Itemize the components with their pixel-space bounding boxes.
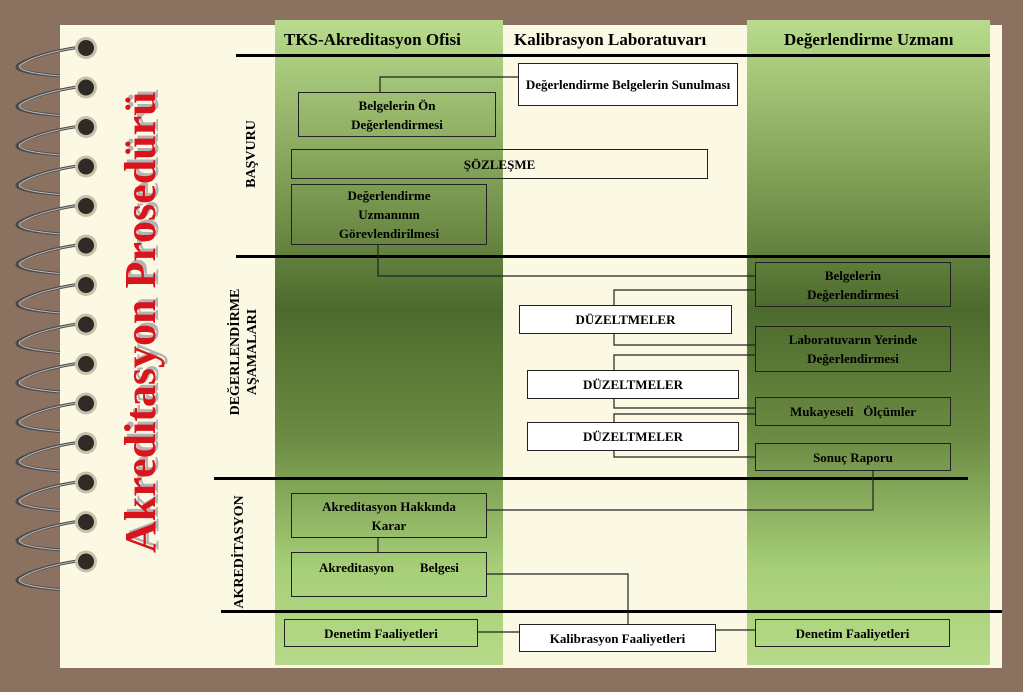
box-duzeltmeler-2: DÜZELTMELER xyxy=(527,370,739,399)
box-belgelerin-sunulmasi: Değerlendirme Belgelerin Sunulması xyxy=(518,63,738,106)
box-uzman-gorevlendirme: Değerlendirme Uzmanının Görevlendirilmes… xyxy=(291,184,487,245)
box-denetim-faaliyetleri-uzman: Denetim Faaliyetleri xyxy=(755,619,950,647)
divider xyxy=(221,610,1002,613)
column-uzman xyxy=(747,20,990,665)
spiral-ring xyxy=(15,116,97,157)
divider xyxy=(214,477,968,480)
section-basvuru: BAŞVURU xyxy=(244,120,259,188)
header-lab: Kalibrasyon Laboratuvarı xyxy=(514,30,707,49)
spiral-ring xyxy=(15,37,97,78)
section-label: AŞAMALARI xyxy=(245,308,260,396)
slide-title: Akreditasyon Prosedürü xyxy=(116,91,165,553)
spiral-ring xyxy=(15,155,97,196)
spiral-ring xyxy=(15,550,97,591)
box-belgelerin-degerlendirmesi: Belgelerin Değerlendirmesi xyxy=(755,262,951,307)
spiral-ring xyxy=(15,353,97,394)
spiral-ring xyxy=(15,392,97,433)
spiral-ring xyxy=(15,195,97,236)
box-kalibrasyon-faaliyetleri: Kalibrasyon Faaliyetleri xyxy=(519,624,716,652)
box-sozlesme: ŞÖZLEŞME xyxy=(291,149,708,179)
box-yerinde-degerlendirme: Laboratuvarın Yerinde Değerlendirmesi xyxy=(755,326,951,372)
box-duzeltmeler-3: DÜZELTMELER xyxy=(527,422,739,451)
section-label: DEĞERLENDİRME xyxy=(228,288,243,416)
header-tks: TKS-Akreditasyon Ofisi xyxy=(284,30,461,49)
spiral-ring xyxy=(15,274,97,315)
box-sonuc-raporu: Sonuç Raporu xyxy=(755,443,951,471)
header-uzman: Değerlendirme Uzmanı xyxy=(784,30,954,49)
spiral-ring xyxy=(15,432,97,473)
box-mukayeseli-olcumler: Mukayeseli Ölçümler xyxy=(755,397,951,426)
box-duzeltmeler-1: DÜZELTMELER xyxy=(519,305,732,334)
box-denetim-faaliyetleri-tks: Denetim Faaliyetleri xyxy=(284,619,478,647)
box-akreditasyon-belgesi: Akreditasyon Belgesi xyxy=(291,552,487,597)
column-tks xyxy=(275,20,503,665)
spiral-ring xyxy=(15,76,97,117)
section-akreditasyon: AKREDİTASYON xyxy=(232,495,247,609)
spiral-ring xyxy=(15,234,97,275)
spiral-ring xyxy=(15,511,97,552)
box-akreditasyon-karar: Akreditasyon Hakkında Karar xyxy=(291,493,487,538)
box-on-degerlendirme: Belgelerin Ön Değerlendirmesi xyxy=(298,92,496,137)
spiral-ring xyxy=(15,471,97,512)
spiral-binding xyxy=(15,37,97,591)
divider xyxy=(236,54,990,57)
spiral-ring xyxy=(15,313,97,354)
divider xyxy=(236,255,990,258)
